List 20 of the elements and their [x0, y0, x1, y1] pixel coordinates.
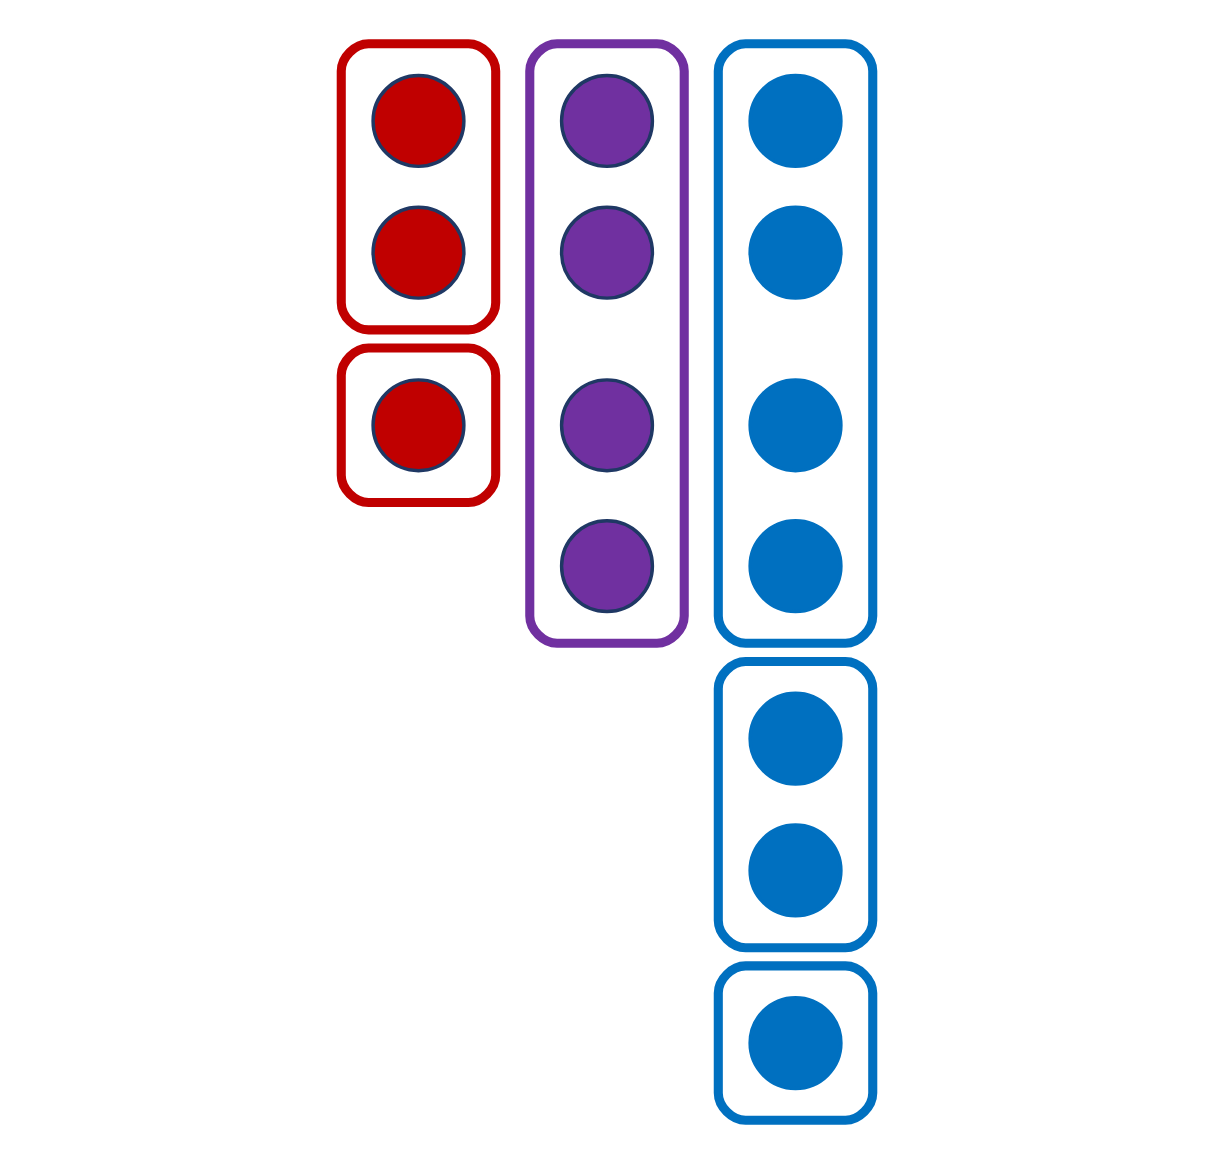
cluster	[525, 39, 689, 648]
node-circle	[559, 205, 655, 300]
node-circle	[748, 823, 843, 918]
node-circle	[559, 378, 655, 473]
node-circle	[371, 73, 466, 169]
node-circle	[559, 73, 655, 169]
node-circle	[559, 518, 655, 614]
node-circle	[371, 205, 466, 300]
node-circle	[371, 378, 466, 473]
node-circle	[748, 73, 843, 169]
node-circle	[748, 378, 843, 473]
node-circle	[748, 691, 843, 786]
node-circle	[748, 518, 843, 614]
cluster	[336, 343, 501, 508]
cluster	[713, 656, 878, 953]
cluster	[713, 39, 878, 648]
cluster	[336, 39, 501, 335]
node-circle	[748, 995, 843, 1091]
cluster	[713, 961, 878, 1125]
node-circle	[748, 205, 843, 300]
